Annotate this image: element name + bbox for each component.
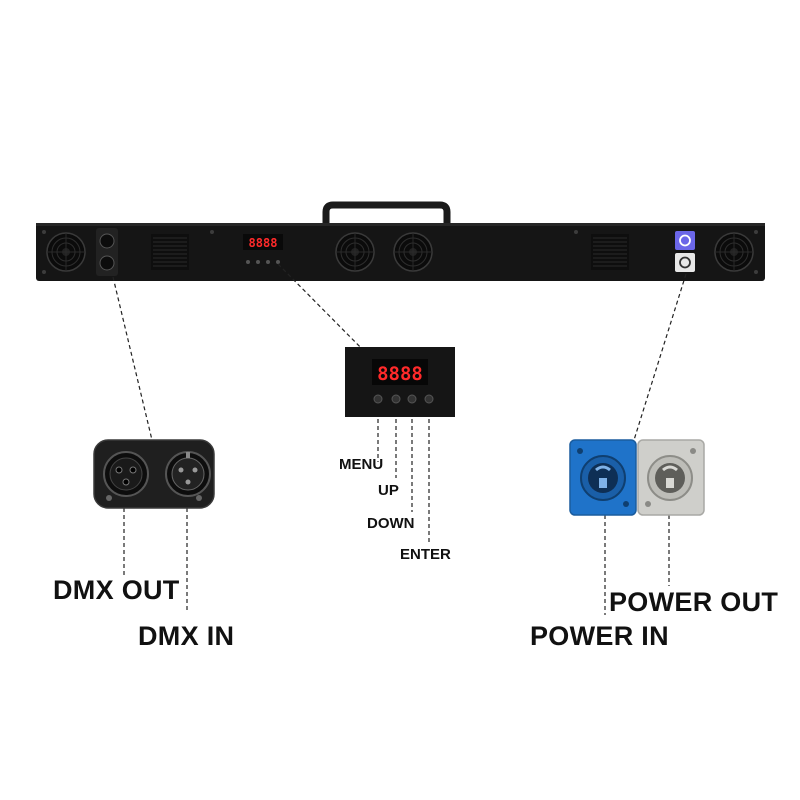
panel-display-digits: 8888 [377, 363, 423, 385]
bar-power-connectors [675, 231, 695, 272]
power-out-socket [637, 439, 705, 516]
carry-handle [322, 201, 451, 250]
vent-grille [590, 233, 630, 271]
enter-button[interactable] [424, 394, 434, 404]
control-panel-closeup: 8888 [345, 347, 455, 417]
menu-label: MENU [339, 456, 384, 473]
dmx-out-socket [103, 451, 149, 497]
enter-label: ENTER [400, 546, 451, 563]
fan-icon [46, 232, 86, 272]
up-button[interactable] [391, 394, 401, 404]
fan-icon [335, 232, 375, 272]
down-button[interactable] [407, 394, 417, 404]
light-bar: 8888 [36, 201, 765, 281]
menu-button[interactable] [373, 394, 383, 404]
fan-icon [714, 232, 754, 272]
power-connector-closeup [569, 439, 705, 516]
fan-icon [393, 232, 433, 272]
dmx-in-label: DMX IN [138, 621, 235, 651]
power-in-label: POWER IN [530, 621, 669, 651]
power-out-label: POWER OUT [609, 587, 779, 617]
down-label: DOWN [367, 515, 415, 532]
power-in-socket [569, 439, 637, 516]
dmx-out-label: DMX OUT [53, 575, 180, 605]
dmx-in-socket [165, 451, 211, 497]
dmx-connector-closeup [93, 439, 215, 509]
bar-display-digits: 8888 [249, 236, 278, 250]
vent-grille [150, 233, 190, 271]
bar-dmx-connectors [96, 228, 118, 276]
bar-display: 8888 [243, 234, 283, 264]
leader-lines [112, 263, 687, 615]
up-label: UP [378, 482, 399, 499]
